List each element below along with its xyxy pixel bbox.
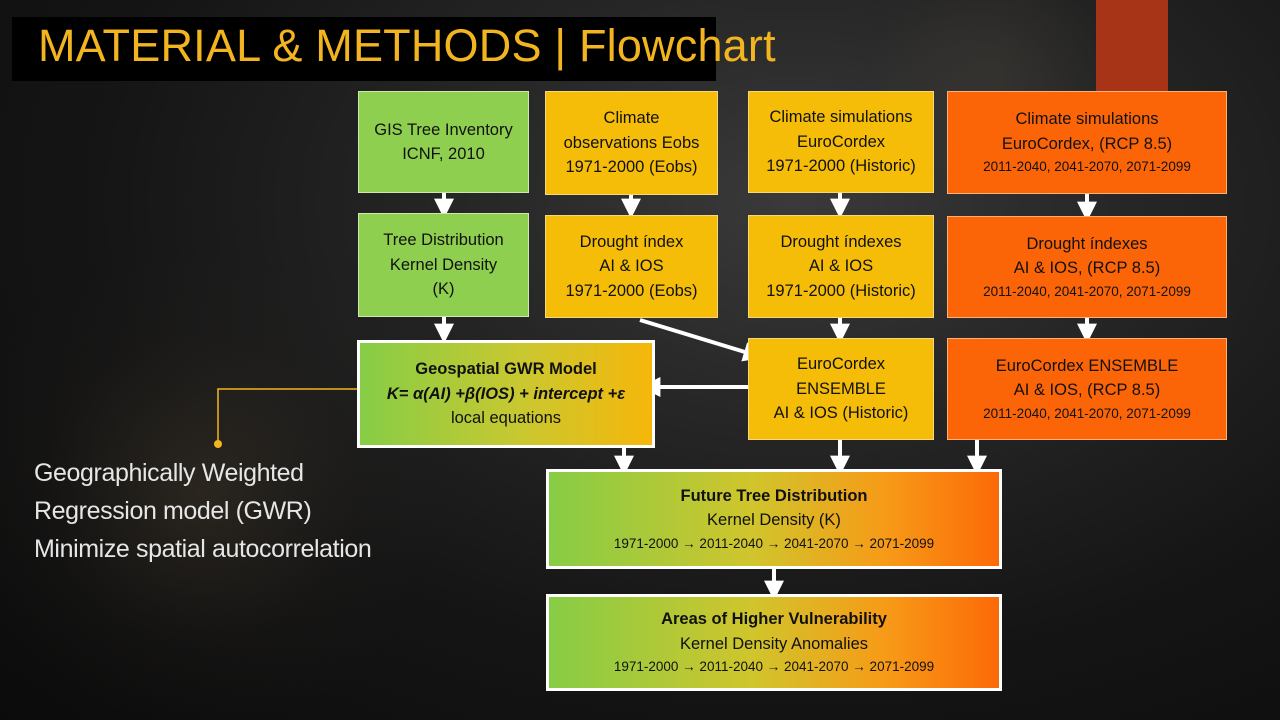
node-gwr-model: Geospatial GWR Model K= α(AI) +β(IOS) + …	[357, 340, 655, 448]
note-connector-dot	[214, 440, 222, 448]
node-ensemble-rcp: EuroCordex ENSEMBLE AI & IOS, (RCP 8.5) …	[947, 338, 1227, 440]
node-text: Climate simulations	[1015, 110, 1159, 128]
node-text: AI & IOS	[808, 257, 874, 276]
gwr-formula: K= α(AI) +β(IOS) + intercept +ε	[386, 384, 626, 403]
node-periods: 2011-2040, 2041-2070, 2071-2099	[983, 283, 1191, 299]
node-periods: 1971-2000 → 2011-2040 → 2041-2070 → 2071…	[613, 659, 935, 674]
node-text: EuroCordex, (RCP 8.5)	[1001, 134, 1173, 153]
node-text: EuroCordex ENSEMBLE	[995, 356, 1179, 375]
node-text: Drought índex	[579, 232, 684, 251]
slide-title: MATERIAL & METHODS | Flowchart	[38, 20, 776, 71]
node-text: Drought índexes	[1026, 234, 1148, 253]
node-gis-tree-inventory: GIS Tree Inventory ICNF, 2010	[358, 91, 529, 193]
node-title: Geospatial GWR Model	[415, 360, 597, 379]
node-periods: 2011-2040, 2041-2070, 2071-2099	[983, 159, 1191, 174]
node-subtitle: Kernel Density (K)	[707, 511, 841, 529]
node-text: 1971-2000 (Historic)	[766, 157, 916, 176]
node-text: EuroCordex	[796, 355, 886, 374]
node-drought-indexes-historic: Drought índexes AI & IOS 1971-2000 (Hist…	[748, 215, 934, 318]
node-areas-higher-vulnerability: Areas of Higher Vulnerability Kernel Den…	[546, 594, 1002, 691]
node-title: Future Tree Distribution	[680, 486, 868, 505]
note-line-3: Minimize spatial autocorrelation	[34, 535, 372, 563]
node-text: Climate	[603, 109, 660, 128]
node-text: 1971-2000 (Eobs)	[565, 281, 698, 300]
node-text: 1971-2000 (Historic)	[766, 281, 916, 300]
node-climate-observations: Climate observations Eobs 1971-2000 (Eob…	[545, 91, 718, 195]
gwr-note: Geographically Weighted Regression model…	[34, 454, 372, 568]
node-drought-indexes-rcp: Drought índexes AI & IOS, (RCP 8.5) 2011…	[947, 216, 1227, 318]
node-text: ENSEMBLE	[796, 379, 886, 398]
node-text: EuroCordex	[796, 132, 886, 151]
note-line-1: Geographically Weighted	[34, 459, 304, 487]
node-climate-simulations-historic: Climate simulations EuroCordex 1971-2000…	[748, 91, 934, 193]
node-periods: 2011-2040, 2041-2070, 2071-2099	[983, 405, 1191, 421]
node-text: observations Eobs	[563, 133, 700, 152]
node-text: AI & IOS	[599, 257, 664, 276]
node-text: Drought índexes	[780, 232, 902, 251]
node-text: GIS Tree Inventory	[374, 120, 513, 139]
title-bar	[12, 17, 716, 81]
node-drought-index-eobs: Drought índex AI & IOS 1971-2000 (Eobs)	[545, 215, 718, 318]
accent-bar	[1096, 0, 1168, 92]
node-text: Kernel Density	[389, 255, 498, 274]
node-subtitle: Kernel Density Anomalies	[679, 634, 868, 653]
note-line-2: Regression model (GWR)	[34, 497, 312, 525]
node-text: AI & IOS, (RCP 8.5)	[1013, 259, 1161, 277]
node-text: Tree Distribution	[383, 231, 504, 250]
node-tree-distribution: Tree Distribution Kernel Density (K)	[358, 213, 529, 317]
node-text: ICNF, 2010	[402, 145, 485, 163]
node-subtitle: local equations	[450, 409, 562, 428]
node-title: Areas of Higher Vulnerability	[661, 610, 887, 628]
note-connector	[217, 388, 358, 443]
node-periods: 1971-2000 → 2011-2040 → 2041-2070 → 2071…	[613, 535, 935, 551]
node-text: 1971-2000 (Eobs)	[565, 158, 698, 177]
node-ensemble-historic: EuroCordex ENSEMBLE AI & IOS (Historic)	[748, 338, 934, 440]
node-text: (K)	[432, 280, 455, 299]
node-climate-simulations-rcp: Climate simulations EuroCordex, (RCP 8.5…	[947, 91, 1227, 194]
node-text: Climate simulations	[769, 108, 913, 127]
node-future-tree-distribution: Future Tree Distribution Kernel Density …	[546, 469, 1002, 569]
node-text: AI & IOS (Historic)	[773, 404, 909, 423]
node-text: AI & IOS, (RCP 8.5)	[1013, 381, 1161, 399]
arrow-droughtobs-to-enshist	[639, 318, 764, 362]
